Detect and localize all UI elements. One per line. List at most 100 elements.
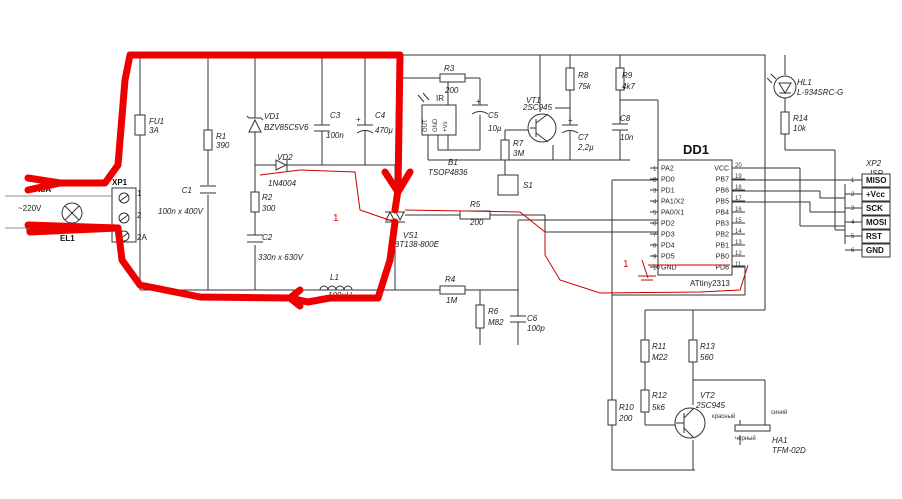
ir-pin-gnd: GND xyxy=(433,118,439,132)
chip-ref: DD1 xyxy=(683,142,709,157)
transistor-vt2: VT2 2SC945 xyxy=(674,391,725,439)
ir-receiver-b1: IR OUT GND +Vs B1 TSOP4836 xyxy=(417,92,468,177)
red-annotation-path xyxy=(24,51,414,310)
c7-ref: C7 xyxy=(578,133,589,142)
capacitor-c5: + C5 10µ xyxy=(471,97,502,133)
xp2-ref: XP2 xyxy=(865,159,882,168)
c5-val: 10µ xyxy=(488,124,502,133)
transistor-vt1: VT1 2SC945 xyxy=(522,96,557,143)
ha1-wire-blue: синий xyxy=(771,409,787,416)
c2-val: 330n x 630V xyxy=(258,253,304,262)
chip-pin-name: PD6 xyxy=(715,265,729,272)
chip-pin-num: 16 xyxy=(735,207,742,213)
vd2-ref: VD2 xyxy=(277,153,293,162)
xp1-pin-2: 2 xyxy=(137,211,142,220)
c6-ref: C6 xyxy=(527,314,538,323)
isp-pin-num: 6 xyxy=(851,248,855,254)
resistor-r13: R13 560 xyxy=(688,339,715,363)
chip-pin-num: 19 xyxy=(735,174,742,180)
chip-pin-num: 20 xyxy=(735,163,742,169)
chip-pin-num: 11 xyxy=(735,262,742,268)
isp-pin-num: 3 xyxy=(851,206,855,212)
r13-val: 560 xyxy=(700,353,714,362)
hl1-val: L-934SRC-G xyxy=(797,88,843,97)
chip-pin-num: 7 xyxy=(653,233,657,239)
r11-val: M22 xyxy=(652,353,668,362)
chip-pin-num: 12 xyxy=(735,251,742,257)
fuse-fu1: FU1 3A xyxy=(134,114,164,136)
isp-pin-name: RST xyxy=(866,232,882,241)
chip-pin-name: PB2 xyxy=(716,232,729,239)
lamp-label: EL1 xyxy=(60,234,75,243)
r5-ref: R5 xyxy=(470,200,481,209)
wires xyxy=(139,54,846,471)
c4-val: 470µ xyxy=(375,126,393,135)
c2-ref: C2 xyxy=(262,233,273,242)
resistor-r4: R4 1M xyxy=(439,275,466,305)
vt2-ref: VT2 xyxy=(700,391,715,400)
r13-ref: R13 xyxy=(700,342,715,351)
vd2-val: 1N4004 xyxy=(268,179,297,188)
resistor-r8: R8 75k xyxy=(565,67,592,91)
mains-input: ФАЗА ~220V НОЛЬ EL1 xyxy=(5,185,112,243)
r7-ref: R7 xyxy=(513,139,524,148)
chip-pin-name: PB3 xyxy=(716,221,729,228)
r4-val: 1M xyxy=(446,296,457,305)
chip-pin-name: PA2 xyxy=(661,166,674,173)
chip-pin-num: 18 xyxy=(735,185,742,191)
r9-ref: R9 xyxy=(622,71,633,80)
isp-pin-num: 4 xyxy=(851,220,855,226)
resistor-r14: R14 10k xyxy=(780,111,808,135)
r3-ref: R3 xyxy=(444,64,455,73)
buzzer-ha1: HA1 TFM-02D красный синий черный xyxy=(712,409,806,455)
c3-val: 100n xyxy=(326,131,344,140)
c1-val: 100n x 400V xyxy=(158,207,204,216)
chip-pin-num: 3 xyxy=(653,189,657,195)
r4-ref: R4 xyxy=(445,275,456,284)
fu1-ref: FU1 xyxy=(149,117,164,126)
isp-pin-name: GND xyxy=(866,246,884,255)
isp-pin-num: 2 xyxy=(851,192,855,198)
r6-ref: R6 xyxy=(488,307,499,316)
vs1-ref: VS1 xyxy=(403,231,418,240)
r8-ref: R8 xyxy=(578,71,589,80)
r7-val: 3M xyxy=(513,149,524,158)
resistor-r11: R11 M22 xyxy=(640,339,668,363)
chip-pin-num: 9 xyxy=(653,255,657,261)
isp-pin-name: MOSI xyxy=(866,218,886,227)
chip-right-pins: 20VCC19PB718PB617PB516PB415PB314PB213PB1… xyxy=(714,163,745,272)
r6-val: M82 xyxy=(488,318,504,327)
fu1-val: 3A xyxy=(149,126,159,135)
ir-label: IR xyxy=(436,94,444,103)
r12-ref: R12 xyxy=(652,391,667,400)
isp-pin-name: MISO xyxy=(866,176,886,185)
resistor-r12: R12 5k6 xyxy=(640,389,667,413)
chip-pin-num: 10 xyxy=(653,266,660,272)
svg-text:+: + xyxy=(568,116,573,125)
red-ground-mark xyxy=(638,259,656,281)
voltage-label: ~220V xyxy=(18,204,42,213)
vt1-ref: VT1 xyxy=(526,96,541,105)
ha1-val: TFM-02D xyxy=(772,446,806,455)
chip-pin-name: PB1 xyxy=(716,243,729,250)
capacitor-c6: C6 100p xyxy=(510,314,545,333)
chip-pin-num: 8 xyxy=(653,244,657,250)
chip-pin-num: 6 xyxy=(653,222,657,228)
r12-val: 5k6 xyxy=(652,403,665,412)
isp-pin-name: SCK xyxy=(866,204,883,213)
r1-ref: R1 xyxy=(216,132,226,141)
capacitor-c8: C8 10n xyxy=(612,114,634,142)
ha1-wire-black: черный xyxy=(735,435,756,442)
r14-ref: R14 xyxy=(793,114,808,123)
isp-pin-num: 1 xyxy=(851,178,855,184)
r11-ref: R11 xyxy=(652,342,666,351)
resistor-r9: R9 4k7 xyxy=(615,67,635,91)
s1-ref: S1 xyxy=(523,181,533,190)
chip-pin-num: 14 xyxy=(735,229,742,235)
ir-pin-out: OUT xyxy=(423,119,429,132)
c5-ref: C5 xyxy=(488,111,499,120)
chip-pin-num: 4 xyxy=(653,200,657,206)
